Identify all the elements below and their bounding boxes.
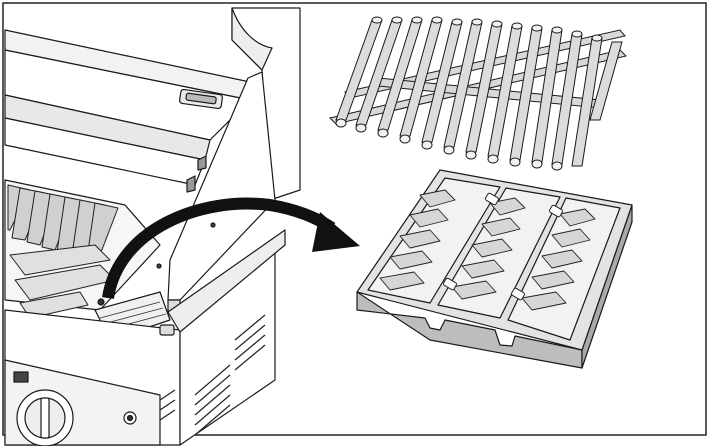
installed-grates	[7, 184, 119, 261]
heat-plate-tray-icon	[356, 169, 633, 369]
transfer-arrow-icon	[102, 197, 360, 300]
side-vents	[159, 314, 266, 436]
control-knob-icon	[16, 389, 74, 446]
installed-heat-plates	[9, 244, 116, 319]
grill-body	[4, 7, 301, 446]
figure-frame	[2, 2, 707, 436]
cooking-grate-icon	[329, 16, 627, 171]
